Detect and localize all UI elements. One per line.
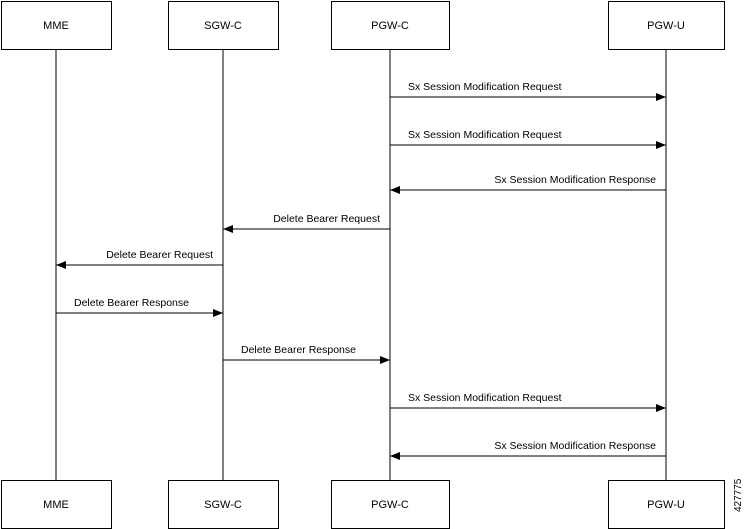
- message-6: Delete Bearer Response: [56, 297, 223, 317]
- pgwc-top-box: PGW-C: [331, 1, 450, 50]
- pgwu-bottom-box: PGW-U: [608, 480, 725, 529]
- mme-bottom-box: MME: [1, 480, 112, 529]
- message-3: Sx Session Modification Response: [390, 174, 666, 194]
- message-4: Delete Bearer Request: [223, 213, 390, 233]
- message-label: Sx Session Modification Response: [494, 440, 656, 452]
- message-label: Delete Bearer Response: [241, 344, 356, 356]
- sgwc-bottom-label: SGW-C: [204, 499, 242, 511]
- pgwc-top-label: PGW-C: [371, 20, 409, 32]
- pgwc-bottom-box: PGW-C: [331, 480, 450, 529]
- message-label: Sx Session Modification Request: [408, 81, 562, 93]
- sgwc-top-box: SGW-C: [168, 1, 279, 50]
- message-2: Sx Session Modification Request: [390, 129, 666, 149]
- message-label: Delete Bearer Request: [273, 213, 380, 225]
- mme-top-label: MME: [43, 20, 69, 32]
- message-9: Sx Session Modification Response: [390, 440, 666, 460]
- message-label: Sx Session Modification Request: [408, 392, 562, 404]
- message-label: Sx Session Modification Response: [494, 174, 656, 186]
- sgwc-top-label: SGW-C: [204, 20, 242, 32]
- message-7: Delete Bearer Response: [223, 344, 390, 364]
- message-label: Delete Bearer Request: [106, 249, 213, 261]
- message-label: Sx Session Modification Request: [408, 129, 562, 141]
- pgwu-top-box: PGW-U: [608, 1, 725, 50]
- message-5: Delete Bearer Request: [56, 249, 223, 269]
- figure-id: 427775: [733, 478, 744, 512]
- message-label: Delete Bearer Response: [74, 297, 189, 309]
- sgwc-bottom-box: SGW-C: [168, 480, 279, 529]
- pgwc-bottom-label: PGW-C: [371, 499, 409, 511]
- mme-top-box: MME: [1, 1, 112, 50]
- pgwu-bottom-label: PGW-U: [647, 499, 685, 511]
- message-1: Sx Session Modification Request: [390, 81, 666, 101]
- message-8: Sx Session Modification Request: [390, 392, 666, 412]
- mme-bottom-label: MME: [43, 499, 69, 511]
- pgwu-top-label: PGW-U: [647, 20, 685, 32]
